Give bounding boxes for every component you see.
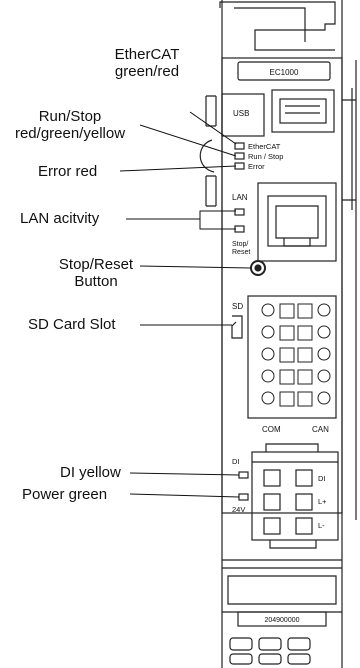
led-runstop: [234, 152, 245, 160]
device-usb-label: USB: [233, 109, 249, 118]
part-number-plate: [237, 611, 327, 627]
device-lan-label: LAN: [232, 193, 248, 202]
callout-runstop: Run/Stop red/green/yellow: [0, 108, 140, 142]
callout-stop-reset-line2: Button: [74, 273, 118, 290]
usb-label-box: [221, 93, 265, 137]
device-led-error-label: Error: [248, 162, 265, 171]
lan-led-2: [234, 225, 245, 233]
callout-sd-card-slot: SD Card Slot: [28, 316, 116, 333]
lan-led-1: [234, 208, 245, 216]
callout-stop-reset: Stop/Reset Button: [44, 256, 148, 290]
callout-error: Error red: [38, 163, 98, 180]
device-part-number: 204900000: [264, 617, 299, 624]
device-lminus-label: L-: [318, 521, 325, 530]
callout-di: DI yellow: [60, 464, 121, 481]
leader-lan: [126, 210, 236, 230]
com-can-connector: [247, 295, 337, 419]
callout-runstop-line2: red/green/yellow: [14, 125, 126, 142]
right-lines: [342, 88, 356, 210]
usb-port: [271, 89, 335, 133]
device-stop-label-1: Stop/: [232, 241, 248, 248]
leader-di: [129, 472, 240, 476]
device-24v-label: 24V: [232, 505, 245, 514]
power-connector: [251, 451, 339, 541]
device-can-label: CAN: [312, 425, 329, 434]
led-di: [238, 471, 249, 479]
callout-ethercat: EtherCAT green/red: [104, 46, 190, 80]
device-led-ethercat-label: EtherCAT: [248, 142, 281, 151]
device-led-runstop-label: Run / Stop: [248, 152, 283, 161]
device-lplus-label: L+: [318, 497, 327, 506]
leader-ethercat: [189, 111, 237, 145]
led-power: [238, 493, 249, 501]
sd-slot: [231, 315, 243, 339]
callout-ethercat-line2: green/red: [114, 63, 180, 80]
leader-error: [119, 165, 237, 172]
device-sd-label: SD: [232, 302, 243, 311]
bottom-panel: [222, 559, 342, 613]
top-latch: [219, 1, 336, 51]
terminal-grid: [261, 303, 331, 407]
leader-runstop: [139, 124, 237, 157]
device-di-right-label: DI: [318, 474, 326, 483]
left-post-1: [205, 95, 217, 127]
led-ethercat: [234, 142, 245, 150]
bottom-vents: [229, 637, 311, 665]
device-di-left-label: DI: [232, 457, 240, 466]
callout-ethercat-line1: EtherCAT: [114, 46, 180, 63]
model-plate: [237, 61, 331, 81]
left-cable-1: [199, 139, 215, 173]
callout-lan: LAN acitvity: [20, 210, 100, 227]
left-post-2: [205, 175, 217, 207]
device-model: EC1000: [270, 68, 299, 77]
device-com-label: COM: [262, 425, 281, 434]
callout-stop-reset-line1: Stop/Reset: [58, 256, 134, 273]
led-error: [234, 162, 245, 170]
leader-power: [129, 493, 240, 498]
lan-port: [257, 182, 337, 262]
leader-stop-reset: [139, 265, 252, 269]
housing-body: [221, 57, 343, 514]
callout-runstop-line1: Run/Stop: [38, 108, 102, 125]
power-connector-latch: [265, 443, 319, 549]
device-stop-label-2: Reset: [232, 249, 250, 256]
callout-leaders: [119, 111, 252, 498]
callout-power: Power green: [22, 486, 108, 503]
